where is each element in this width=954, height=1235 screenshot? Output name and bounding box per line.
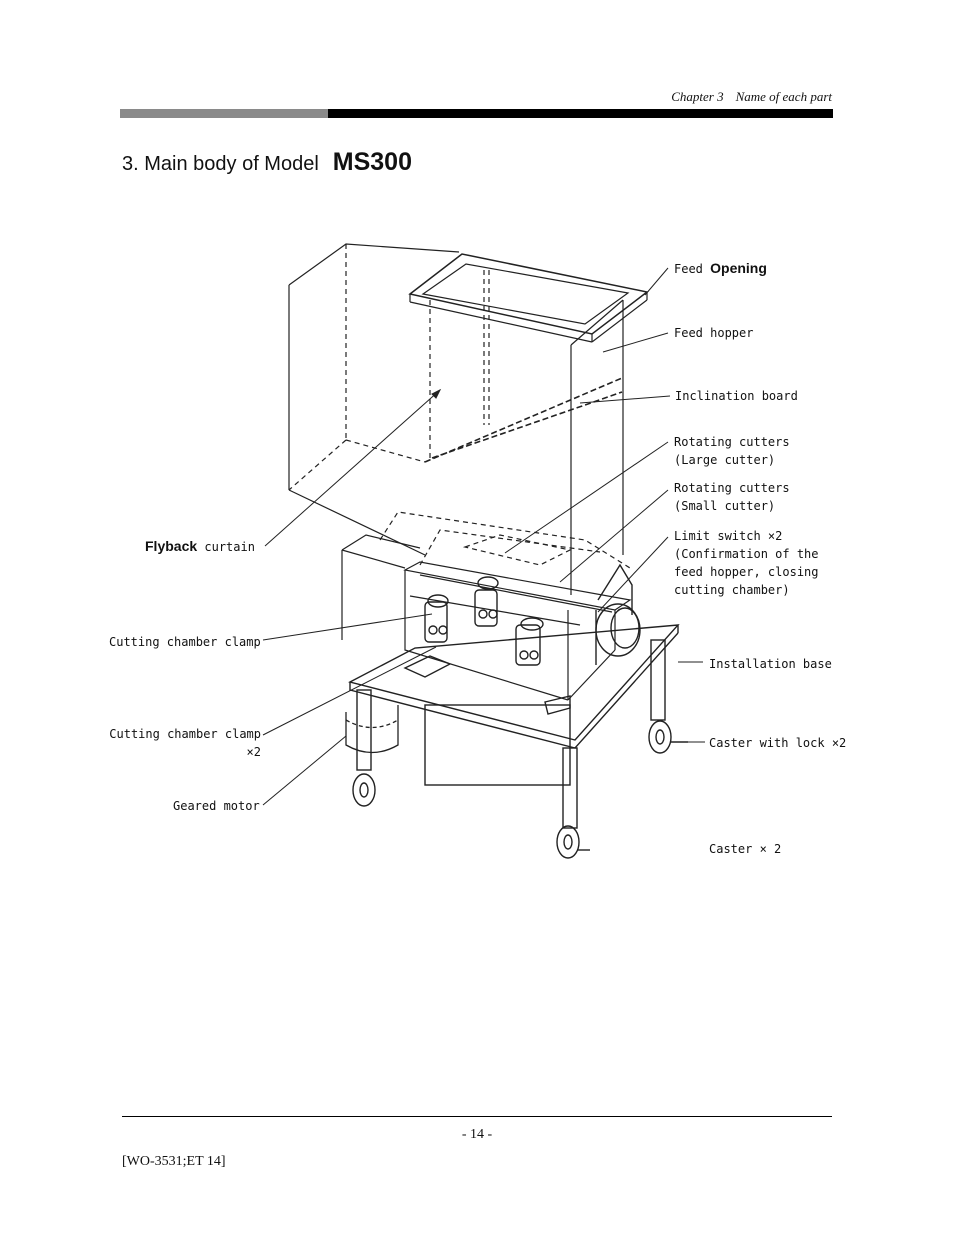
section-title: 3. Main body of Model MS300 <box>122 148 412 177</box>
installation-base-drawing <box>348 624 680 829</box>
geared-motor-drawing <box>595 563 641 665</box>
document-code: [WO-3531;ET 14] <box>122 1154 226 1169</box>
label-flyback-word1: Flyback <box>145 538 198 554</box>
cutting-chamber-outline <box>379 511 631 569</box>
page-number: - 14 - <box>461 1127 493 1142</box>
label-caster-with-lock: Caster with lock ×2 <box>709 736 847 750</box>
header-rule <box>120 109 833 118</box>
label-geared-motor: Geared motor <box>173 799 260 813</box>
label-flyback-word2: curtain <box>204 540 255 554</box>
section-title-text: 3. Main body of Model <box>122 153 319 175</box>
chapter-title: Name of each part <box>735 89 832 104</box>
leader-lines <box>262 267 705 806</box>
label-cutting-chamber-clamp-x2: Cutting chamber clamp ×2 <box>109 727 261 759</box>
label-feed-opening: Feed Opening <box>674 259 767 278</box>
label-caster: Caster × 2 <box>709 842 782 856</box>
label-limit-switch: Limit switch ×2 (Confirmation of the fee… <box>674 529 819 597</box>
label-feed-opening-word1: Feed <box>674 262 703 276</box>
header-rule-gray <box>120 109 328 118</box>
label-rotating-cutters-small: Rotating cutters (Small cutter) <box>674 481 790 513</box>
label-feed-opening-word2: Opening <box>710 260 767 276</box>
label-cutting-chamber-clamp: Cutting chamber clamp <box>109 635 261 649</box>
chapter-number: Chapter 3 <box>671 89 724 104</box>
label-installation-base: Installation base <box>709 657 832 671</box>
caster-drawings <box>352 720 688 859</box>
feed-opening-frame <box>408 253 649 343</box>
body-box <box>341 534 632 701</box>
label-feed-hopper: Feed hopper <box>674 326 754 340</box>
clamp-drawings <box>424 576 544 666</box>
feed-hopper-drawing <box>288 243 624 595</box>
header-rule-black <box>328 109 833 118</box>
chapter-header: Chapter 3 Name of each part <box>671 89 832 105</box>
motor-cylinder-drawing <box>345 705 399 754</box>
model-name: MS300 <box>332 148 412 176</box>
label-inclination-board: Inclination board <box>675 389 798 403</box>
inclination-board-drawing <box>424 377 623 463</box>
footer-rule <box>122 1116 832 1117</box>
label-flyback-curtain: Flyback curtain <box>145 537 255 556</box>
label-rotating-cutters-large: Rotating cutters (Large cutter) <box>674 435 790 467</box>
